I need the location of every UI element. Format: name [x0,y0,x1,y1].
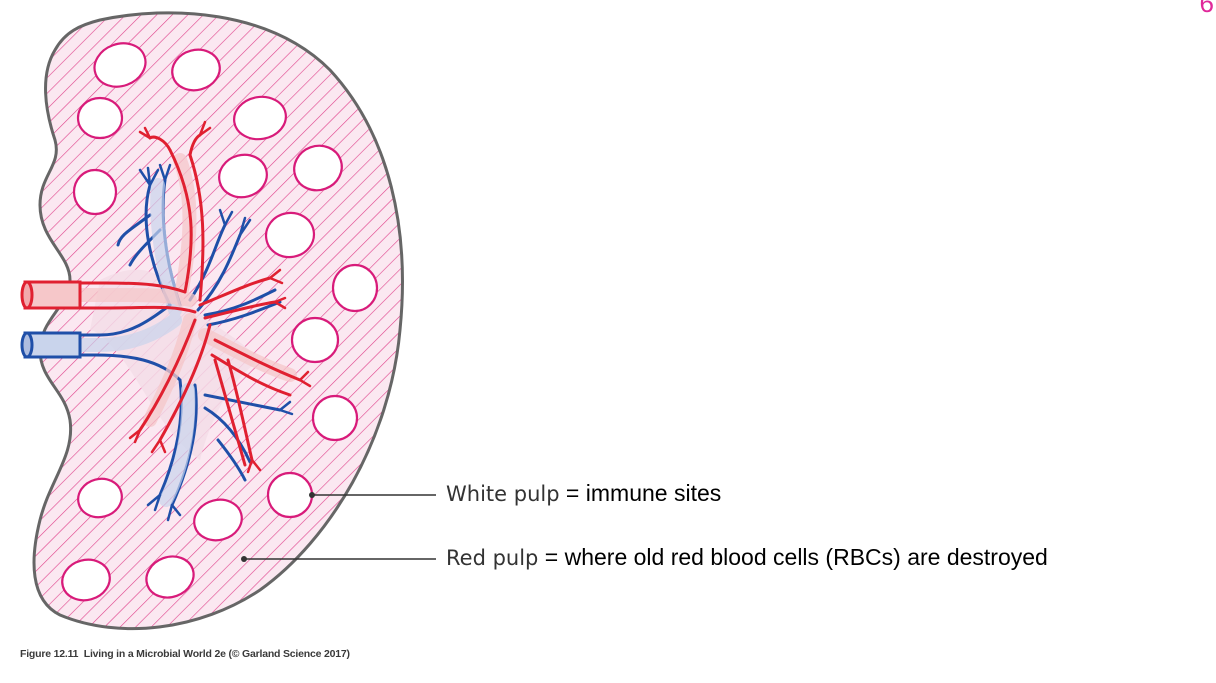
white-pulp-nodule [311,394,359,442]
white-pulp-nodule [76,96,124,140]
white-pulp-nodule [290,316,340,364]
red-pulp-leader-dot [241,556,247,562]
white-pulp-nodule [331,263,379,313]
white-pulp-nodule [293,144,343,192]
white-pulp-term: White pulp [446,482,560,506]
artery-stub [20,280,82,310]
white-pulp-leader-dot [309,492,315,498]
white-pulp-separator: = [559,480,586,506]
white-pulp-nodule [233,95,287,141]
white-pulp-nodule [264,211,316,259]
white-pulp-nodule [171,48,221,92]
figure-caption: Figure 12.11 Living in a Microbial World… [20,648,350,660]
white-pulp-nodule [61,558,111,602]
white-pulp-nodules [61,42,379,602]
red-pulp-separator: = [538,544,565,570]
white-pulp-nodule [218,153,268,199]
white-pulp-nodule [93,42,147,88]
red-pulp-term: Red pulp [446,546,539,570]
slide-number: 6 [1199,0,1214,18]
red-pulp-description: where old red blood cells (RBCs) are des… [564,544,1048,570]
spleen-diagram [20,11,404,631]
white-pulp-nodule [145,555,195,599]
red-pulp-label: Red pulp = where old red blood cells (RB… [446,544,1048,571]
white-pulp-label: White pulp = immune sites [446,480,721,507]
vessel-twigs [128,120,312,522]
white-pulp-nodule [77,477,123,519]
white-pulp-nodule [193,498,243,542]
white-pulp-nodule [72,168,118,216]
white-pulp-description: immune sites [585,480,722,506]
arteries [28,133,302,467]
vein-stub [20,331,82,359]
